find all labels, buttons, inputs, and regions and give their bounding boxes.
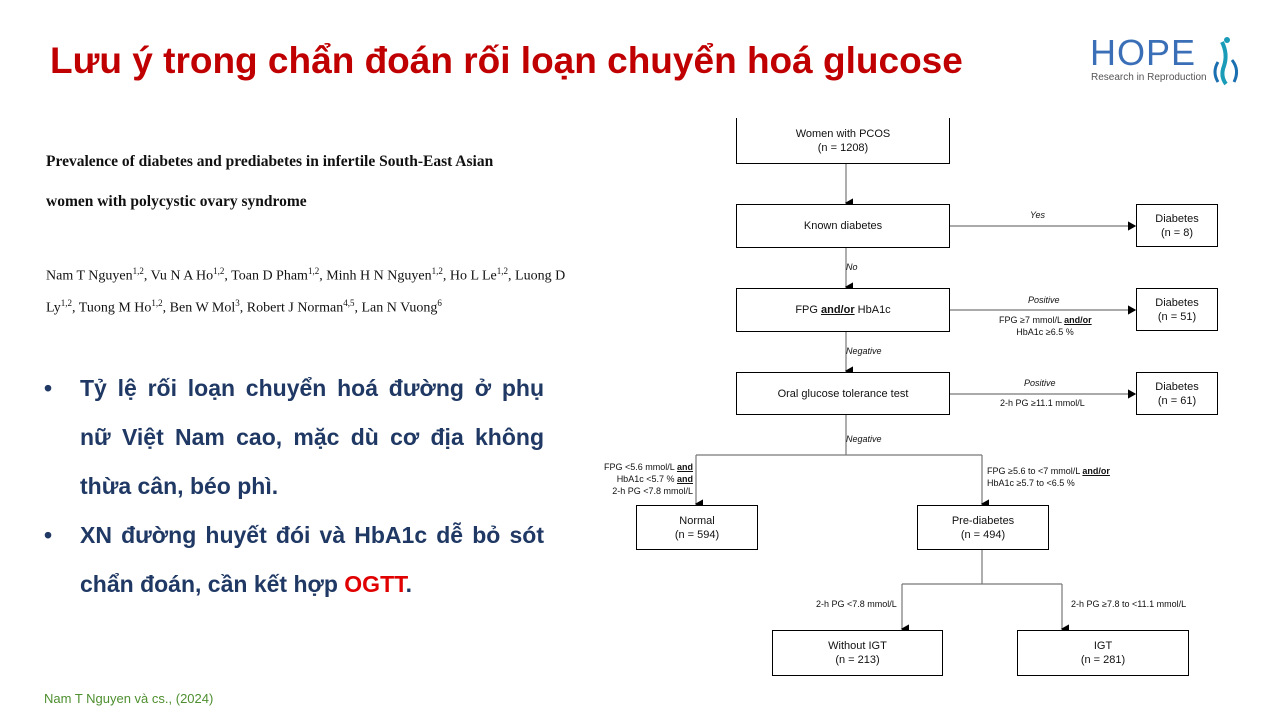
text: and: [676, 462, 693, 472]
logo-word: HOPE: [1090, 32, 1197, 73]
citation: Nam T Nguyen và cs., (2024): [44, 691, 214, 706]
paper-title-line1: Prevalence of diabetes and prediabetes i…: [46, 153, 494, 170]
text: FPG: [795, 304, 821, 316]
label-negative-2: Negative: [846, 434, 882, 444]
hope-logo: HOPE Research in Reproduction: [1090, 32, 1250, 92]
author: Tuong M Ho: [78, 300, 152, 316]
bullet-highlight: OGTT: [344, 571, 406, 597]
box-label: Diabetes: [1155, 296, 1199, 309]
box-normal: Normal(n = 594): [636, 505, 758, 550]
author-affiliation: 1,2: [431, 266, 443, 276]
text: HbA1c ≥6.5 %: [1016, 327, 1074, 337]
author: Vu N A Ho: [150, 268, 214, 284]
text: FPG <5.6 mmol/L: [604, 462, 677, 472]
text: and/or: [1064, 315, 1092, 325]
box-count: (n = 8): [1160, 226, 1194, 239]
criteria-without-igt: 2-h PG <7.8 mmol/L: [816, 599, 897, 609]
author-affiliation: 1,2: [60, 298, 73, 308]
box-label: IGT: [1093, 640, 1113, 652]
author-affiliation: 1,2: [307, 266, 320, 276]
box-label: Oral glucose tolerance test: [777, 387, 909, 400]
box-women-pcos: Women with PCOS(n = 1208): [736, 118, 950, 164]
box-diabetes-61: Diabetes(n = 61): [1136, 372, 1218, 415]
label-no: No: [846, 262, 858, 272]
text: FPG ≥5.6 to <7 mmol/L: [987, 466, 1083, 476]
author-affiliation: 6: [437, 298, 442, 308]
box-igt: IGT (n = 281): [1017, 630, 1189, 676]
paper-title-line2: women with polycystic ovary syndrome: [46, 193, 307, 210]
author: Minh H N Nguyen: [326, 268, 432, 284]
author: Luong D: [515, 268, 566, 284]
bullet-end: .: [405, 571, 413, 597]
criteria-igt: 2-h PG ≥7.8 to <11.1 mmol/L: [1071, 599, 1187, 609]
box-prediabetes: Pre-diabetes(n = 494): [917, 505, 1049, 550]
box-label: Normal: [679, 514, 715, 527]
text: and: [676, 474, 693, 484]
box-label: Pre-diabetes: [951, 514, 1015, 527]
box-label: Without IGT: [828, 640, 887, 652]
author-affiliation: 1,2: [496, 266, 509, 276]
author: Ho L Le: [449, 268, 497, 284]
box-without-igt: Without IGT (n = 213): [772, 630, 943, 676]
text: 2-h PG <7.8 mmol/L: [612, 486, 693, 496]
box-diabetes-8: Diabetes(n = 8): [1136, 204, 1218, 247]
text: HbA1c ≥5.7 to <6.5 %: [987, 478, 1075, 488]
label-yes: Yes: [1030, 210, 1046, 220]
bullet-list: •Tỷ lệ rối loạn chuyển hoá đường ở phụ n…: [44, 364, 544, 609]
text: and/or: [820, 304, 855, 316]
authors-line1: Nam T Nguyen1,2, Vu N A Ho1,2, Toan D Ph…: [46, 266, 566, 284]
box-diabetes-51: Diabetes(n = 51): [1136, 288, 1218, 331]
box-count: (n = 61): [1157, 394, 1197, 407]
author-affiliation: 1,2: [132, 266, 144, 276]
bullet-item: •XN đường huyết đói và HbA1c dễ bỏ sót c…: [44, 522, 544, 597]
slide-title: Lưu ý trong chẩn đoán rối loạn chuyển ho…: [50, 40, 963, 81]
bullet-text: XN đường huyết đói và HbA1c dễ bỏ sót ch…: [80, 522, 544, 597]
label-negative-1: Negative: [846, 346, 882, 356]
author: Ly: [46, 300, 61, 316]
box-known-diabetes: Known diabetes: [736, 204, 950, 248]
text: HbA1c <5.7 %: [616, 474, 677, 484]
text: and/or: [1082, 466, 1110, 476]
box-count: (n = 1208): [817, 141, 869, 154]
box-count: (n = 213): [835, 654, 880, 666]
box-label: Known diabetes: [803, 220, 883, 232]
label-positive-2: Positive: [1024, 378, 1056, 388]
box-count: (n = 51): [1157, 310, 1197, 323]
author: Ben W Mol: [169, 300, 236, 316]
author: Lan N Vuong: [361, 300, 438, 316]
label-positive-1: Positive: [1028, 295, 1060, 305]
authors-line2: Ly1,2, Tuong M Ho1,2, Ben W Mol3, Robert…: [46, 298, 442, 316]
author: Robert J Norman: [246, 300, 344, 316]
author-affiliation: 1,2: [213, 266, 225, 276]
bullet-item: •Tỷ lệ rối loạn chuyển hoá đường ở phụ n…: [44, 375, 544, 499]
box-count: (n = 594): [674, 528, 720, 541]
author-affiliation: 4,5: [343, 298, 355, 308]
box-label: Diabetes: [1155, 380, 1199, 393]
criteria-positive-2: 2-h PG ≥11.1 mmol/L: [1000, 398, 1085, 408]
logo-tagline: Research in Reproduction: [1091, 72, 1207, 83]
text: FPG ≥7 mmol/L: [999, 315, 1065, 325]
logo-figure-icon: [1213, 37, 1239, 86]
box-label: Women with PCOS: [795, 127, 891, 140]
box-count: (n = 281): [1080, 654, 1126, 666]
box-ogtt: Oral glucose tolerance test: [736, 372, 950, 415]
bullet-text: Tỷ lệ rối loạn chuyển hoá đường ở phụ nữ…: [80, 375, 544, 499]
box-count: (n = 494): [960, 528, 1006, 541]
box-fpg-hba1c: FPG and/or HbA1c: [736, 288, 950, 332]
text: HbA1c: [854, 304, 891, 316]
author-affiliation: 3: [235, 298, 240, 308]
author-affiliation: 1,2: [151, 298, 163, 308]
box-label: Diabetes: [1155, 212, 1199, 225]
author: Nam T Nguyen: [46, 268, 133, 284]
author: Toan D Pham: [231, 268, 308, 284]
